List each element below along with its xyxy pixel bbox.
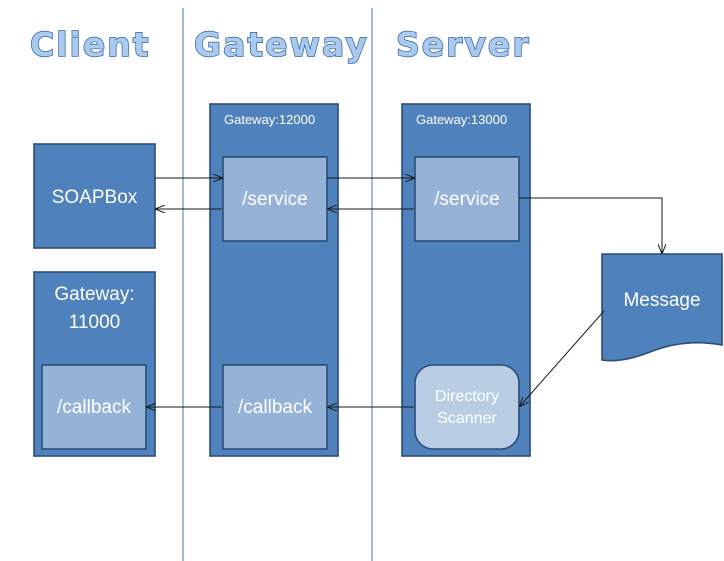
directory-scanner-box bbox=[414, 364, 520, 450]
client-gateway-node: Gateway: 11000 /callback bbox=[33, 271, 156, 457]
column-header-client: Client bbox=[30, 25, 151, 64]
message-document-shape bbox=[601, 253, 723, 362]
client-callback-label: /callback bbox=[57, 397, 131, 418]
column-header-server: Server bbox=[396, 25, 531, 64]
arrow-message-to-scanner bbox=[520, 310, 605, 406]
client-callback-box bbox=[41, 364, 147, 450]
gateway-service-label: /service bbox=[242, 189, 307, 210]
gateway-callback-box bbox=[222, 364, 328, 450]
gateway-13000-node: Gateway:13000 /service Directory Scanner bbox=[401, 103, 531, 457]
message-node: Message bbox=[601, 253, 723, 362]
gateway-service-box bbox=[222, 156, 328, 242]
directory-scanner-label-line2: Scanner bbox=[437, 410, 497, 427]
server-service-box bbox=[414, 156, 520, 242]
gateway-12000-node: Gateway:12000 /service /callback bbox=[209, 103, 339, 457]
soapbox-node: SOAPBox bbox=[33, 143, 156, 249]
message-label: Message bbox=[623, 290, 700, 311]
arrow-service-to-message bbox=[519, 197, 662, 253]
gateway-12000-title: Gateway:12000 bbox=[224, 112, 315, 127]
client-gateway-label-line2: 11000 bbox=[69, 312, 120, 333]
client-gateway-label-line1: Gateway: bbox=[54, 284, 134, 305]
directory-scanner-label-line1: Directory bbox=[435, 388, 499, 405]
soapbox-label: SOAPBox bbox=[52, 187, 138, 208]
server-service-label: /service bbox=[434, 189, 499, 210]
column-header-gateway: Gateway bbox=[194, 25, 369, 64]
gateway-callback-label: /callback bbox=[238, 397, 312, 418]
gateway-13000-title: Gateway:13000 bbox=[416, 112, 507, 127]
